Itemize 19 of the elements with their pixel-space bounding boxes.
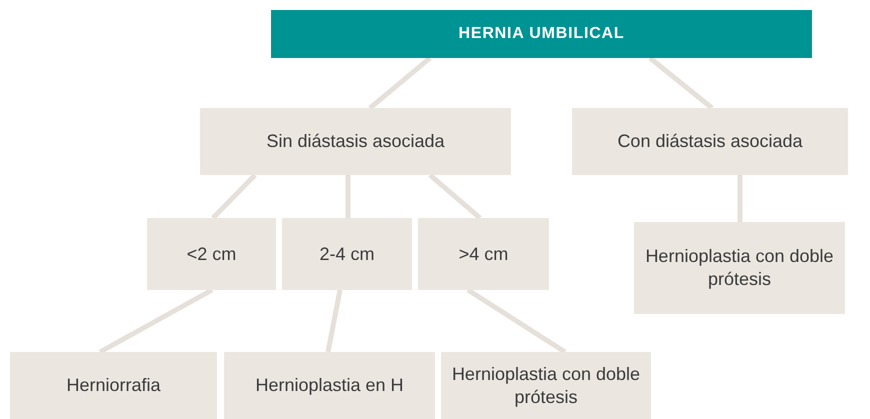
connector-line [211,173,257,220]
connector-line [368,56,432,110]
title-box: HERNIA UMBILICAL [271,10,812,58]
connector-line [738,175,742,222]
category-box: Hernioplastia con doble prótesis [634,222,845,314]
category-box: <2 cm [147,218,276,290]
connector-line [428,173,482,220]
category-box: 2-4 cm [282,218,412,290]
category-box: Hernioplastia con doble prótesis [441,352,651,419]
connector-line [466,288,566,354]
connector-line [326,290,342,352]
connector-line [98,288,214,354]
category-box: >4 cm [418,218,549,290]
category-box: Sin diástasis asociada [200,108,511,175]
category-box: Con diástasis asociada [572,108,848,175]
category-box: Hernioplastia en H [224,352,435,419]
category-box: Herniorrafia [10,352,217,419]
connector-line [346,175,350,218]
connector-line [648,56,714,110]
